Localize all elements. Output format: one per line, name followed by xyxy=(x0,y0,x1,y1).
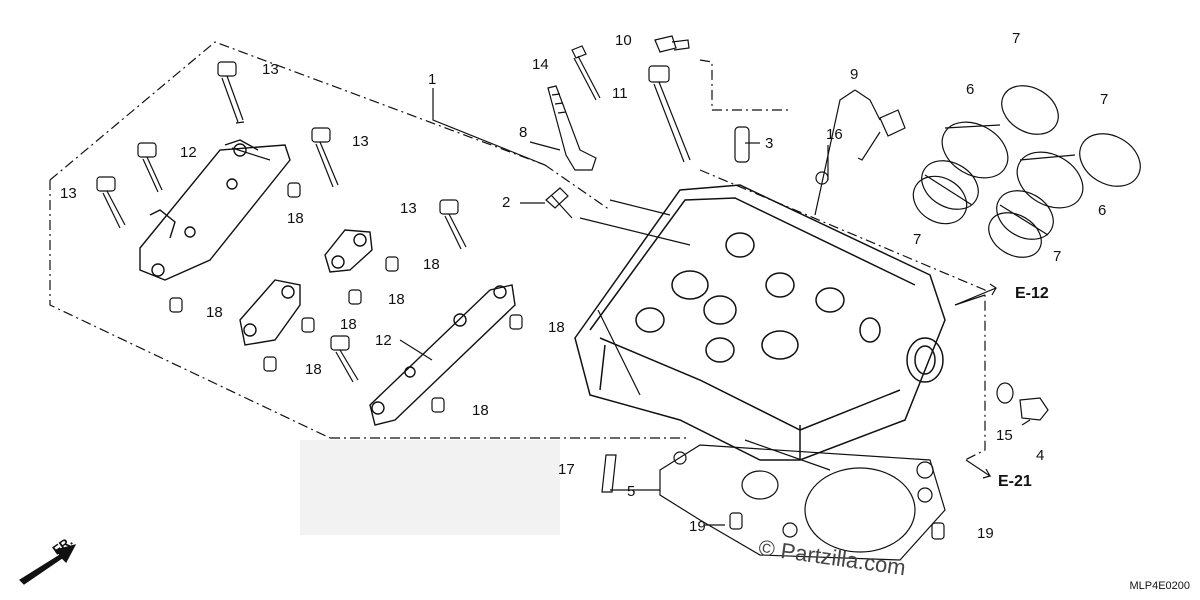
sensor xyxy=(857,109,906,161)
washer-15 xyxy=(996,382,1014,404)
label-7-c: 7 xyxy=(913,231,922,248)
label-5: 5 xyxy=(627,483,636,500)
head-boundary xyxy=(699,169,986,461)
label-18-b: 18 xyxy=(423,256,440,273)
cam-holder-top xyxy=(139,139,291,281)
clamp-2 xyxy=(1079,133,1141,187)
label-18-a: 18 xyxy=(287,210,304,227)
diagram-code: MLP4E0200 xyxy=(1129,580,1190,592)
cam-holder-mid xyxy=(324,229,373,273)
label-13-c: 13 xyxy=(60,185,77,202)
label-6-b: 6 xyxy=(1098,202,1107,219)
clamp-4 xyxy=(988,212,1042,258)
label-14: 14 xyxy=(532,56,549,73)
clamp-1 xyxy=(1001,85,1059,135)
label-18-g: 18 xyxy=(548,319,565,336)
reference-e12: E-12 xyxy=(1015,285,1049,302)
label-17: 17 xyxy=(558,461,575,478)
label-10: 10 xyxy=(615,32,632,49)
head-gasket xyxy=(659,444,946,561)
label-2: 2 xyxy=(502,194,511,211)
dowel-pins xyxy=(169,182,945,540)
label-12-a: 12 xyxy=(180,144,197,161)
label-6-a: 6 xyxy=(966,81,975,98)
label-7-b: 7 xyxy=(1100,91,1109,108)
label-13-b: 13 xyxy=(352,133,369,150)
honda-watermark xyxy=(300,440,560,535)
spark-plug xyxy=(547,85,597,171)
label-1: 1 xyxy=(428,71,437,88)
label-18-e: 18 xyxy=(340,316,357,333)
label-4: 4 xyxy=(1036,447,1045,464)
label-18-h: 18 xyxy=(472,402,489,419)
valve-guide-2 xyxy=(545,187,573,219)
bolt-13-group xyxy=(96,61,467,383)
cylinder-head xyxy=(574,184,946,461)
label-19-b: 19 xyxy=(977,525,994,542)
label-9: 9 xyxy=(850,66,859,83)
label-18-c: 18 xyxy=(388,291,405,308)
label-19-a: 19 xyxy=(689,518,706,535)
fr-arrow xyxy=(19,544,77,585)
label-8: 8 xyxy=(519,124,528,141)
label-12-b: 12 xyxy=(375,332,392,349)
clamp-3 xyxy=(912,175,968,225)
cam-holder-bottom xyxy=(369,284,516,426)
label-18-d: 18 xyxy=(206,304,223,321)
label-11: 11 xyxy=(612,85,628,102)
holder-group-boundary xyxy=(49,41,690,439)
reference-e21: E-21 xyxy=(998,473,1032,490)
stud-17 xyxy=(601,454,617,493)
label-18-f: 18 xyxy=(305,361,322,378)
label-13-a: 13 xyxy=(262,61,279,78)
label-3: 3 xyxy=(765,135,774,152)
intake-boot-lower xyxy=(996,151,1084,240)
label-13-d: 13 xyxy=(400,200,417,217)
intake-boot-upper xyxy=(921,121,1009,210)
label-7-d: 7 xyxy=(1053,248,1062,265)
cam-holder-left xyxy=(239,279,301,346)
label-15: 15 xyxy=(996,427,1013,444)
label-7-a: 7 xyxy=(1012,30,1021,47)
plug-4 xyxy=(1019,397,1049,421)
label-16: 16 xyxy=(826,126,843,143)
valve-guide-3 xyxy=(734,126,750,163)
